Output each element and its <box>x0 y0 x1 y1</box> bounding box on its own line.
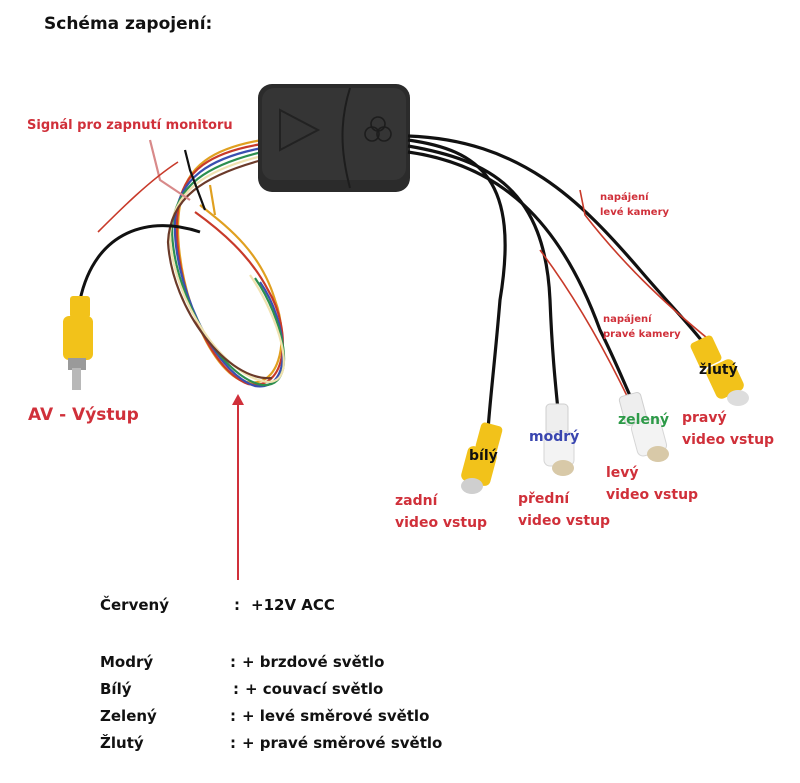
power-right-line1: napájení <box>603 314 652 325</box>
rca-plug-rear <box>461 422 503 494</box>
connector-color-label: žlutý <box>699 362 738 378</box>
legend-meaning: +12V ACC <box>251 596 335 614</box>
legend-wire: Zelený <box>100 707 157 725</box>
legend-wire: Bílý <box>100 680 132 698</box>
video-cables <box>407 134 707 431</box>
legend-meaning: + pravé směrové světlo <box>242 734 443 752</box>
rca-plug-right <box>690 335 749 406</box>
connector-input-label: přední video vstup <box>518 488 610 532</box>
input-line2: video vstup <box>606 487 699 503</box>
connector-input-label: pravý video vstup <box>682 407 774 451</box>
signal-wire <box>97 161 179 233</box>
camera-power-wires <box>539 189 713 399</box>
legend-wire: Červený <box>100 596 169 614</box>
power-right-line2: pravé kamery <box>603 329 681 340</box>
legend-meaning: + brzdové světlo <box>242 653 385 671</box>
power-right-camera-label: napájení pravé kamery <box>603 312 681 342</box>
connector-color-label: zelený <box>618 412 670 428</box>
legend-separator: : <box>230 653 236 671</box>
legend-separator: : <box>230 734 236 752</box>
wire-bundle <box>148 138 286 388</box>
power-left-camera-label: napájení levé kamery <box>600 190 669 220</box>
input-line2: video vstup <box>518 513 611 529</box>
av-cable <box>78 224 201 301</box>
legend-wire: Žlutý <box>100 734 144 752</box>
legend-separator: : <box>234 596 240 614</box>
rca-plug-left <box>618 392 669 462</box>
page-title: Schéma zapojení: <box>44 14 213 34</box>
connector-color-label: modrý <box>529 429 580 445</box>
legend-separator: : <box>230 707 236 725</box>
signal-label: Signál pro zapnutí monitoru <box>27 118 233 133</box>
legend-meaning: + couvací světlo <box>245 680 384 698</box>
av-output-plug <box>63 296 93 390</box>
power-left-line1: napájení <box>600 192 649 203</box>
legend-wire: Modrý <box>100 653 154 671</box>
power-left-line2: levé kamery <box>600 207 670 218</box>
input-line2: video vstup <box>395 515 488 531</box>
input-line1: levý <box>606 465 639 481</box>
rca-plug-front <box>543 403 575 476</box>
legend-meaning: + levé směrové světlo <box>242 707 430 725</box>
legend-separator: : <box>233 680 239 698</box>
connector-color-label: bílý <box>469 448 498 464</box>
av-output-label: AV - Výstup <box>28 405 139 425</box>
arrow-up-icon <box>232 394 244 580</box>
input-line1: zadní <box>395 493 438 509</box>
input-line1: přední <box>518 491 570 507</box>
input-line2: video vstup <box>682 432 775 448</box>
connector-input-label: zadní video vstup <box>395 490 487 534</box>
control-box <box>258 84 410 192</box>
input-line1: pravý <box>682 410 727 426</box>
connector-input-label: levý video vstup <box>606 462 698 506</box>
